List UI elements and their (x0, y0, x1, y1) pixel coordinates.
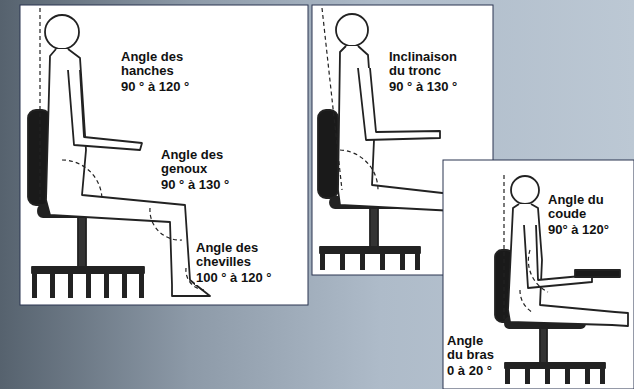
angle-title: Angle des genoux (160, 148, 232, 176)
panel (20, 5, 308, 305)
chair-column (370, 208, 378, 248)
angle-title: Angle du bras (446, 334, 500, 362)
chair-casters (320, 253, 420, 270)
chair-base (32, 267, 144, 273)
elbow-angle-arc (528, 250, 548, 292)
angle-range: 100 ° à 120 ° (195, 271, 272, 285)
angle-title: Angle des chevilles (195, 241, 269, 269)
knee-angle-arc (150, 208, 182, 240)
angle-title: Angle des hanches (120, 50, 192, 78)
reference-line (503, 175, 504, 320)
chair-column (540, 328, 547, 363)
keyboard (575, 270, 620, 277)
trunk-angle-arc (340, 150, 378, 190)
angle-range: 90 ° à 130 ° (160, 178, 230, 192)
chair-base (320, 247, 420, 253)
chair-column (78, 217, 86, 267)
angle-range: 0 à 20 ° (446, 364, 493, 378)
chair-casters (505, 368, 605, 384)
chair-base (505, 363, 605, 368)
arm (358, 68, 440, 140)
trunk-reference-line (322, 8, 342, 190)
angle-range: 90° à 120° (547, 223, 610, 237)
head (336, 14, 368, 46)
head (45, 15, 79, 49)
angle-range: 90 ° à 130 ° (388, 80, 458, 94)
head (511, 176, 539, 204)
body-outline (508, 204, 628, 326)
angle-range: 90 ° à 120 ° (120, 80, 190, 94)
angle-title: Inclinaison du tronc (388, 50, 470, 78)
panel (443, 160, 634, 389)
hip-angle-arc (62, 160, 102, 200)
angle-title: Angle du coude (547, 193, 609, 221)
reference-line (39, 8, 40, 200)
arm-angle-arc (520, 290, 532, 312)
chair-casters (32, 273, 144, 298)
seated-figure (495, 175, 628, 384)
